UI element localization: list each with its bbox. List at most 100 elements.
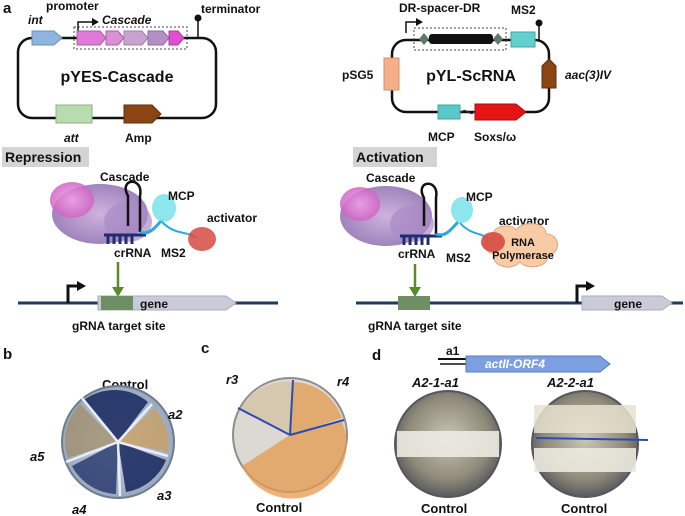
panel-d: d a1 actII-ORF4 A2-1-a1 A2-2-a1 Control …: [372, 344, 649, 516]
promoter-arrowhead-icon: [92, 18, 99, 26]
promoter-flag-act-icon: [575, 284, 589, 303]
mcp-label-rep: MCP: [168, 189, 195, 203]
psg5-box: [383, 57, 400, 91]
panel-label-a: a: [3, 0, 12, 17]
amp-label: Amp: [125, 131, 152, 145]
ms2-label-rep: MS2: [161, 246, 186, 260]
cascade-label-rep: Cascade: [100, 170, 150, 184]
dr-repeat-left-icon: [419, 33, 429, 45]
aac-gene-arrow: [541, 58, 557, 89]
spacer-bar: [429, 34, 493, 44]
plate-b-sector-a2: [118, 408, 169, 452]
plate-b-dividers: [65, 397, 169, 497]
plate-d2-control-label: Control: [561, 501, 607, 516]
promoter2-arrow-icon: [405, 21, 418, 33]
repression-diagram: Repression Cascade crRNA MS2 MCP activat…: [2, 147, 278, 333]
plate-c-dividers: [237, 379, 345, 436]
linker-icon: [461, 109, 475, 115]
plate-b-sector-control: [84, 389, 148, 442]
mcp-label: MCP: [428, 130, 455, 144]
mcp-protein-rep: [152, 194, 176, 222]
plate-d1-control-label: Control: [421, 501, 467, 516]
plate-c-sector-r3: [240, 381, 292, 435]
ms2-label-act: MS2: [446, 251, 471, 265]
crrna-hairpin-act: [420, 182, 438, 234]
plate-d2-title: A2-2-a1: [546, 375, 594, 390]
panel-label-b: b: [3, 346, 12, 363]
rnap-label-line2: Polymerase: [492, 250, 554, 262]
cascade-gene-2: [105, 30, 125, 46]
ms2-loop-act: [435, 220, 460, 237]
repression-header: Repression: [5, 149, 81, 165]
activator-label-rep: activator: [207, 211, 257, 225]
plate-c-r4-label: r4: [337, 374, 350, 389]
promoter-flag-head-act-icon: [586, 281, 595, 291]
dr-repeat-right-icon: [493, 33, 503, 45]
plate-d2-streak-top: [534, 405, 636, 433]
ms2-loop-rep: [139, 218, 164, 235]
rnap-label-line1: RNA: [511, 237, 535, 249]
plate-d2-divider: [535, 437, 649, 441]
binding-arrowhead-rep: [112, 287, 124, 297]
cascade-label: Cascade: [102, 13, 152, 27]
plate-b-sector-a4: [72, 442, 118, 494]
rna-polymerase-cloud: [484, 223, 558, 268]
crrna-label-act: crRNA: [398, 247, 436, 261]
plate-b-sector-a3: [118, 442, 166, 492]
plate-d1-streak: [397, 431, 499, 457]
promoter2-arrowhead-icon: [416, 18, 423, 26]
plate-b-a4-label: a4: [72, 502, 87, 516]
activator-protein-rep: [188, 227, 216, 251]
panel-label-d: d: [372, 347, 381, 364]
psg5-label: pSG5: [342, 68, 374, 82]
amp-gene-arrow: [123, 104, 162, 124]
plasmid-pyes-cascade: int promoter Cascade terminator pYES-Cas…: [16, 0, 261, 145]
activation-header: Activation: [356, 149, 424, 165]
activation-header-bg: [353, 147, 437, 167]
mcp-box: [437, 104, 461, 120]
dr-spacer-dr-label: DR-spacer-DR: [399, 1, 481, 15]
plasmid2-name: pYL-ScRNA: [426, 68, 516, 85]
int-label: int: [28, 13, 44, 27]
crrna-array-box: [413, 27, 507, 51]
activation-diagram: Activation Cascade crRNA MS2 MCP activat…: [340, 147, 683, 333]
plasmid-pyl-scrna: DR-spacer-DR MS2 pYL-ScRNA pSG5 aac(3)IV…: [342, 1, 612, 144]
actii-orf4-arrow: [465, 355, 611, 373]
promoter-arrow-icon: [77, 21, 94, 33]
plate-c-control-label: Control: [256, 500, 302, 515]
mcp-label-act: MCP: [466, 190, 493, 204]
plate-c-sector-r4: [290, 382, 342, 435]
promoter-flag-rep-icon: [66, 284, 80, 303]
plasmid1-name: pYES-Cascade: [61, 69, 174, 86]
promoter-label: promoter: [46, 0, 99, 13]
terminator-icon: [194, 14, 202, 22]
promoter-flag-head-rep-icon: [77, 281, 86, 291]
a1-label: a1: [446, 344, 460, 358]
plate-b-a5-label: a5: [30, 449, 45, 464]
ms2-box: [510, 31, 536, 48]
repression-header-bg: [2, 147, 89, 167]
att-label: att: [64, 131, 80, 145]
cascade-gene-3: [123, 30, 149, 46]
gene-label-rep: gene: [140, 297, 168, 311]
target-site-act: [398, 296, 430, 310]
cascade-gene-4: [147, 30, 170, 46]
crrna-spacer-rep: [104, 233, 146, 244]
soxs-gene-arrow: [474, 103, 527, 121]
binding-arrowhead-act: [409, 287, 421, 297]
cascade-gene-5: [168, 30, 185, 46]
cascade-subunit-rep: [50, 182, 94, 218]
cascade-operon-box: [73, 26, 188, 50]
crrna-spacer-act: [400, 234, 442, 245]
terminator-label: terminator: [201, 2, 261, 16]
gene-label-act: gene: [614, 297, 642, 311]
terminator2-icon: [535, 19, 543, 27]
plate-c-r3-label: r3: [226, 372, 239, 387]
target-label-act: gRNA target site: [368, 319, 462, 333]
cascade-label-act: Cascade: [366, 171, 416, 185]
panel-b: b Control a2 a3 a4 a5: [3, 346, 183, 516]
plate-c-sector-control: [242, 422, 347, 499]
plate-d2-streak-bottom: [534, 448, 636, 472]
actii-orf4-label: actII-ORF4: [485, 357, 545, 371]
